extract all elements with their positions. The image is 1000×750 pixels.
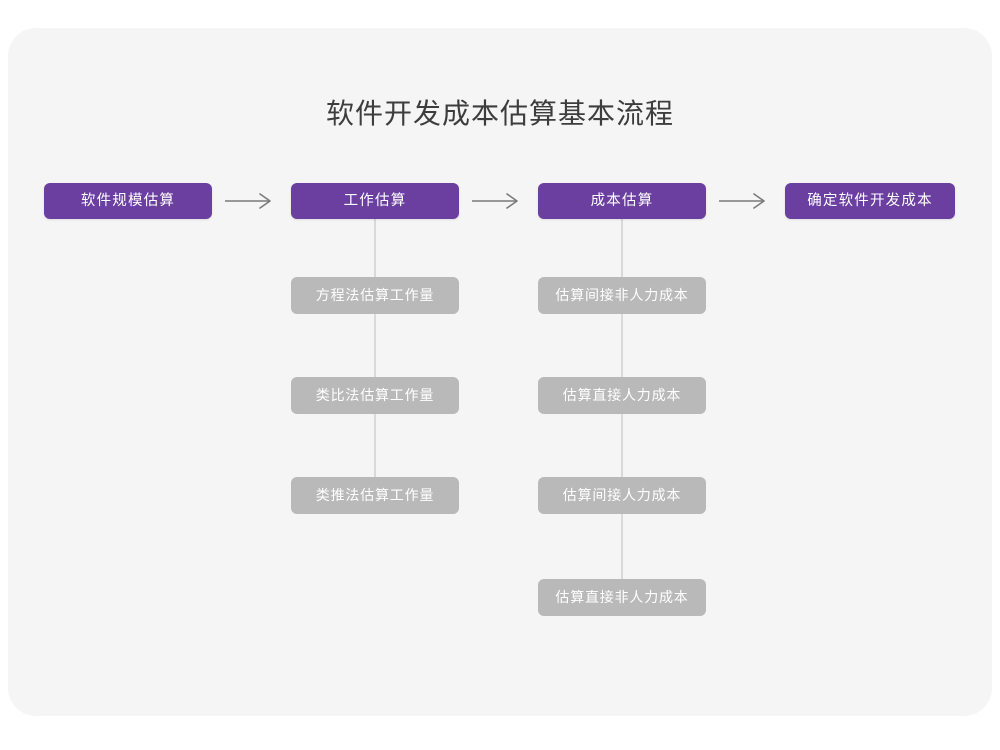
substep-box-work-estimation-3[interactable]: 类推法估算工作量 [291,477,459,514]
stage-box-determine-software-development-cost[interactable]: 确定软件开发成本 [785,183,955,219]
substep-box-cost-estimation-3[interactable]: 估算间接人力成本 [538,477,706,514]
substep-box-cost-estimation-4[interactable]: 估算直接非人力成本 [538,579,706,616]
stage-box-work-estimation[interactable]: 工作估算 [291,183,459,219]
right-arrow-icon-arrow-2 [470,191,526,211]
flowchart-card [8,28,992,716]
substep-box-cost-estimation-2[interactable]: 估算直接人力成本 [538,377,706,414]
substep-box-work-estimation-1[interactable]: 方程法估算工作量 [291,277,459,314]
stage-box-software-scale-estimation[interactable]: 软件规模估算 [44,183,212,219]
right-arrow-icon-arrow-1 [223,191,279,211]
page-title: 软件开发成本估算基本流程 [325,98,674,129]
substep-box-work-estimation-2[interactable]: 类比法估算工作量 [291,377,459,414]
stage-box-cost-estimation[interactable]: 成本估算 [538,183,706,219]
connector-line-work-estimation [374,219,376,496]
right-arrow-icon-arrow-3 [717,191,773,211]
substep-box-cost-estimation-1[interactable]: 估算间接非人力成本 [538,277,706,314]
